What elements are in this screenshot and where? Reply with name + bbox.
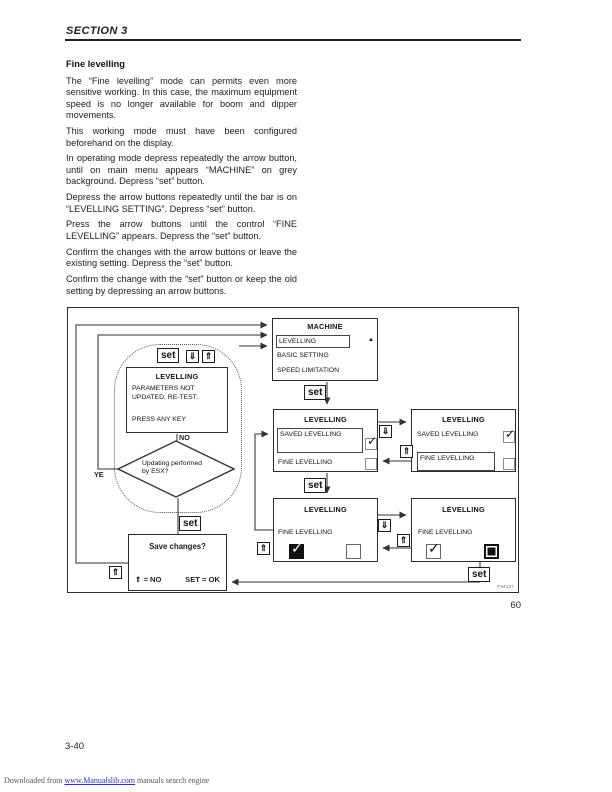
menu-item-levelling: LEVELLING [279,338,317,345]
checkbox-empty [503,458,515,470]
checkbox-checked: ✓ [426,540,441,559]
manualslib-link[interactable]: www.Manualslib.com [64,776,136,785]
decision-question: Updating performed by ESX? [142,460,202,476]
error-message-line2: UPDATED. RE-TEST. [132,394,198,401]
set-button: set [468,567,491,582]
levelling-screen-fine-confirm: LEVELLING FINE LEVELLING ✓ [273,498,378,562]
paragraph: Confirm the change with the “set” button… [66,274,297,296]
selected-item-box: LEVELLING [276,335,350,348]
decision-label-yes: YE [94,470,104,479]
selected-item-box: SAVED LEVELLING [277,428,363,453]
machine-menu-screen: MACHINE LEVELLING ▲ BASIC SETTING SPEED … [272,318,378,381]
save-option-ok: SET = OK [185,575,220,584]
figure-page-number: 60 [510,600,521,611]
decision-line1: Updating performed [142,460,203,467]
check-icon: ✓ [428,540,440,556]
levelling-screen-fine-set: LEVELLING FINE LEVELLING ✓ [411,498,516,562]
decision-line2: by ESX? [142,468,169,476]
save-dialog-title: Save changes? [149,542,206,551]
check-icon: ✓ [505,427,516,441]
levelling-screen-saved-selected: LEVELLING SAVED LEVELLING ✓ FINE LEVELLI… [273,409,378,472]
menu-item-speed-limitation: SPEED LIMITATION [277,367,340,374]
paragraph: Depress the arrow buttons repeatedly unt… [66,192,297,214]
check-icon: ✓ [367,434,378,448]
footer-prefix: Downloaded from [4,776,65,785]
figure-code: F34127 [497,584,514,589]
check-icon: ✓ [291,540,303,556]
checkbox-checked-inverted: ✓ [289,540,304,559]
header-rule [65,39,521,41]
screen-title: LEVELLING [304,415,347,424]
menu-item-saved-levelling: SAVED LEVELLING [280,431,342,438]
selected-item-box: FINE LEVELLING [417,452,495,471]
article-column: Fine levelling The “Fine levelling” mode… [66,59,297,301]
footer-note: Downloaded from www.Manualslib.com manua… [4,776,209,785]
set-button: set [304,478,327,493]
menu-item-fine-levelling: FINE LEVELLING [420,455,475,462]
menu-item-fine-levelling: FINE LEVELLING [278,529,333,536]
up-arrow-button: ⇑ [257,542,270,555]
set-button: set [157,348,180,363]
set-button: set [179,516,202,531]
screen-title: MACHINE [307,322,343,331]
checkbox-selected-filled [484,544,499,559]
scroll-up-triangle-icon: ▲ [368,337,374,343]
section-header: SECTION 3 [66,25,128,37]
up-arrow-button: ⇑ [202,350,215,363]
decision-label-no: NO [179,433,190,442]
menu-item-fine-levelling: FINE LEVELLING [278,459,333,466]
up-arrow-button: ⇑ [400,445,413,458]
checkbox-empty [365,458,377,470]
screen-title: LEVELLING [442,505,485,514]
screen-title: LEVELLING [442,415,485,424]
checkbox-checked: ✓ [503,427,516,443]
page-number: 3-40 [65,741,85,752]
article-title: Fine levelling [66,59,125,69]
footer-suffix: manuals search engine [135,776,210,785]
menu-item-saved-levelling: SAVED LEVELLING [417,431,479,438]
error-prompt: PRESS ANY KEY [132,416,186,423]
error-message-line1: PARAMETERS NOT [132,385,195,392]
paragraph: Confirm the changes with the arrow butto… [66,246,297,269]
error-screen: LEVELLING PARAMETERS NOT UPDATED. RE-TES… [126,367,228,433]
flow-diagram: Updating performed by ESX? NO YE LEVELLI… [67,307,519,593]
levelling-screen-fine-selected: LEVELLING SAVED LEVELLING ✓ FINE LEVELLI… [411,409,516,472]
paragraph: This working mode must have been configu… [66,126,297,148]
menu-item-fine-levelling: FINE LEVELLING [418,529,473,536]
checkbox-checked: ✓ [365,434,378,450]
down-arrow-button: ⇓ [186,350,199,363]
paragraph: The “Fine levelling” mode can permits ev… [66,76,297,121]
screen-title: LEVELLING [155,372,199,381]
up-arrow-button: ⇑ [109,566,122,579]
paragraph: In operating mode depress repeatedly the… [66,153,297,187]
down-arrow-button: ⇓ [378,519,391,532]
error-state-region [114,344,242,513]
save-option-no: ⇑ = NO [135,575,162,584]
menu-item-basic-setting: BASIC SETTING [277,352,329,359]
screen-title: LEVELLING [304,505,347,514]
set-button: set [304,385,327,400]
up-arrow-button: ⇑ [397,534,410,547]
paragraph: Press the arrow buttons until the contro… [66,219,297,241]
save-dialog: Save changes? ⇑ = NO SET = OK [128,534,227,591]
checkbox-empty [346,544,361,559]
down-arrow-button: ⇓ [379,425,392,438]
